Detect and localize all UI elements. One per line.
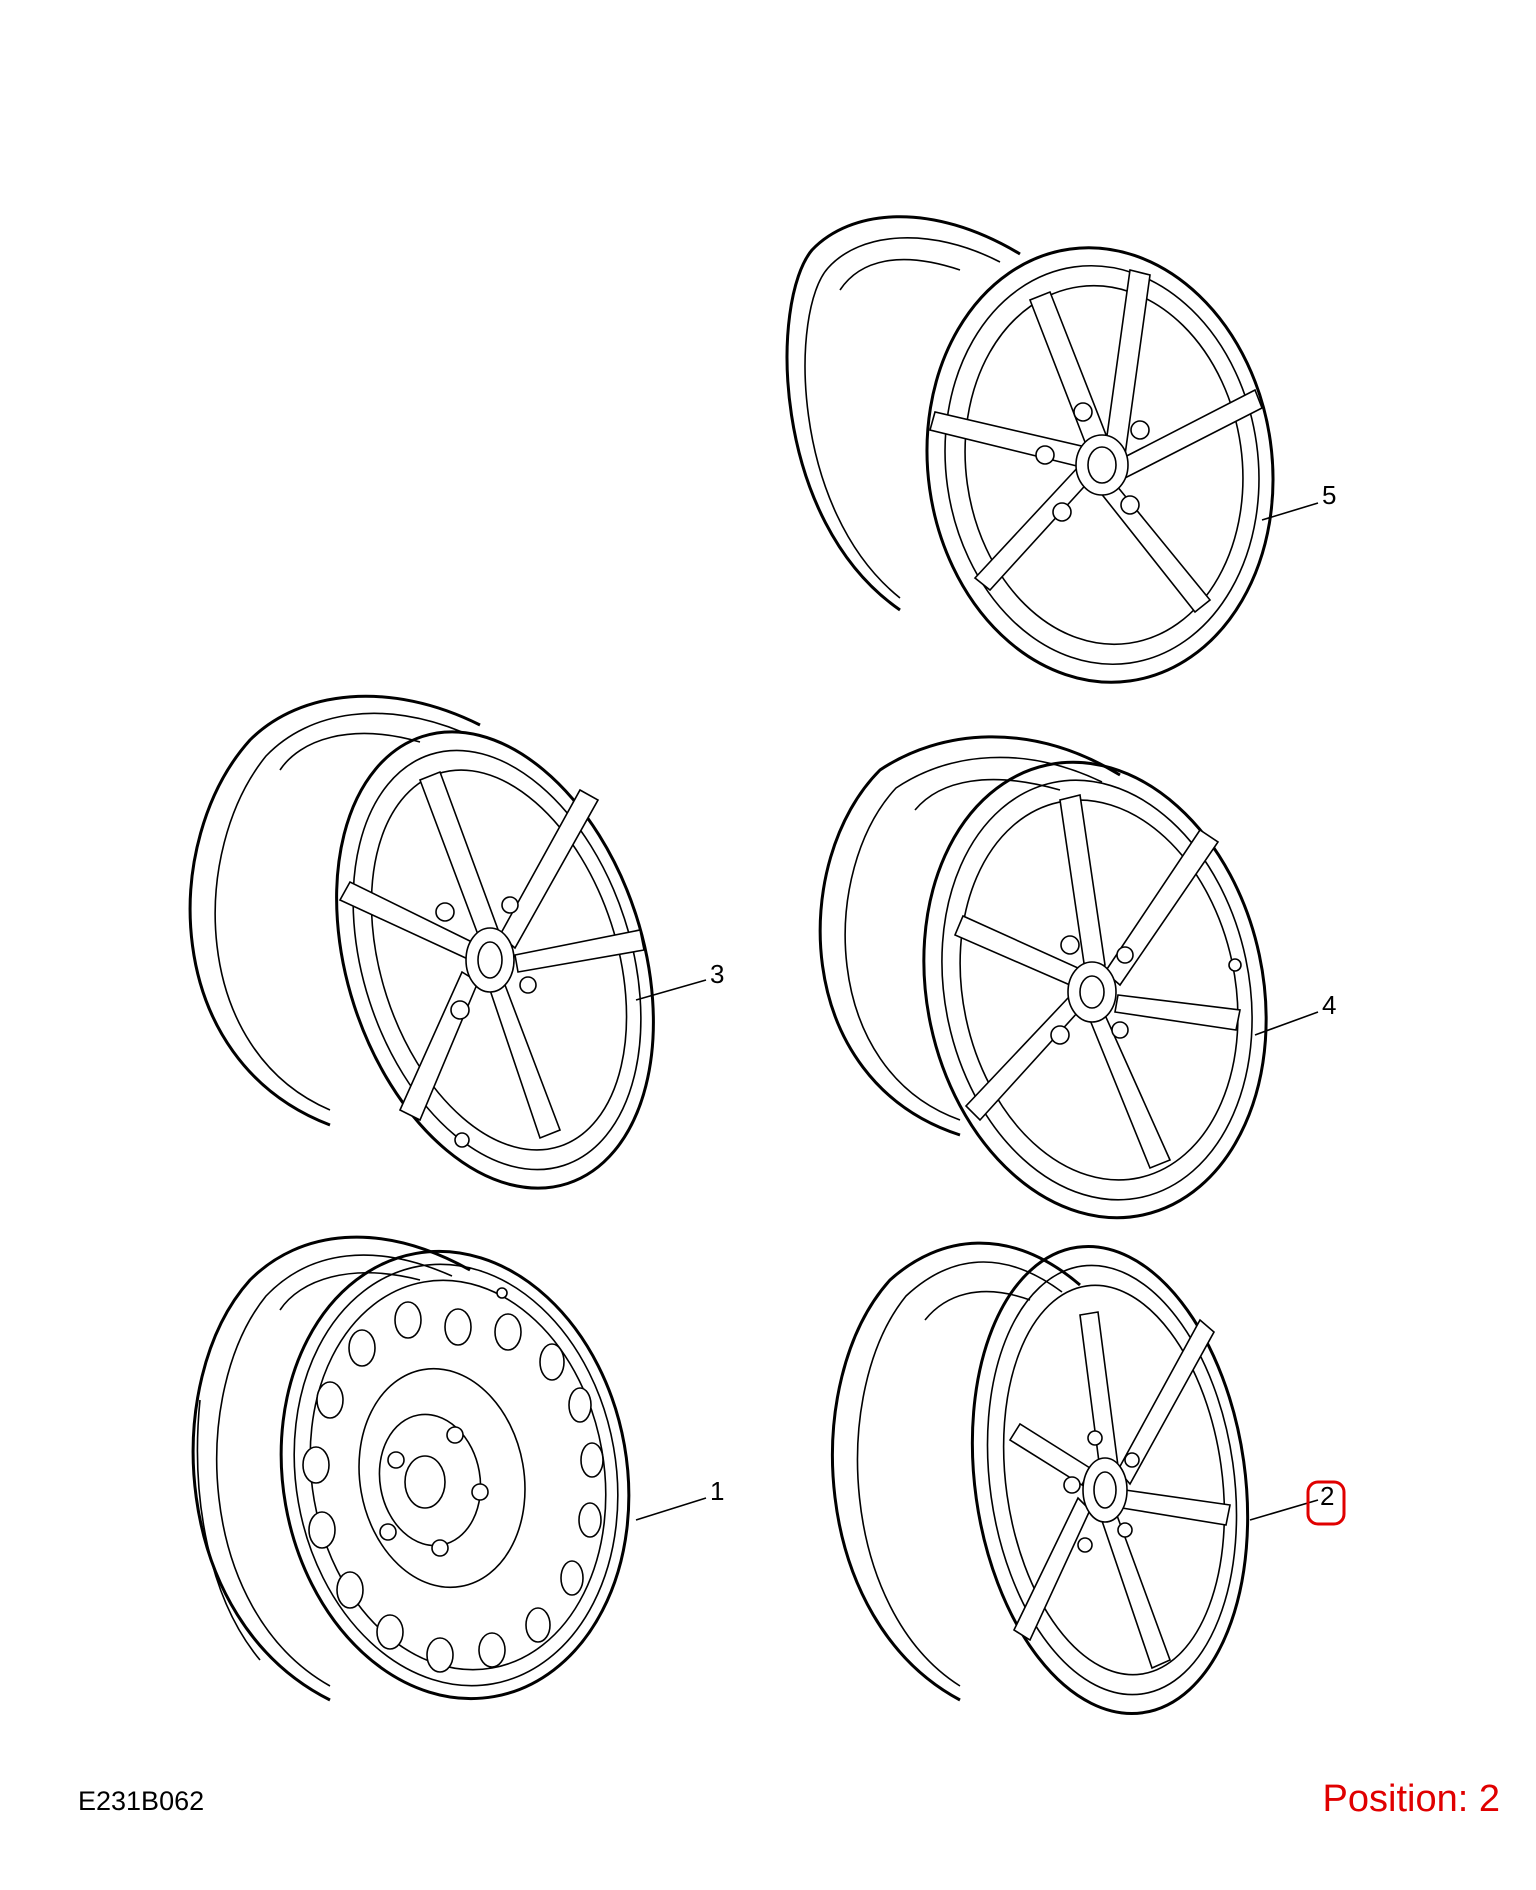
callout-1[interactable]: 1 bbox=[635, 1476, 724, 1521]
wheel-1-steel[interactable] bbox=[191, 1224, 663, 1727]
callout-2-highlight bbox=[1306, 1480, 1346, 1526]
wheel-3-alloy[interactable] bbox=[188, 691, 708, 1229]
wheel-1-vent-holes bbox=[302, 1301, 604, 1673]
wheel-3-spokes bbox=[338, 770, 645, 1140]
callout-number-2: 2 bbox=[1320, 1481, 1334, 1511]
callout-number-4: 4 bbox=[1322, 990, 1336, 1020]
callout-2[interactable]: 2 bbox=[1249, 1480, 1346, 1526]
wheel-4-spokes bbox=[953, 794, 1241, 1170]
callout-4[interactable]: 4 bbox=[1254, 990, 1336, 1036]
figure-code: E231B062 bbox=[78, 1786, 205, 1816]
callout-number-3: 3 bbox=[710, 959, 724, 989]
wheel-2-alloy[interactable] bbox=[830, 1228, 1276, 1731]
callout-number-1: 1 bbox=[710, 1476, 724, 1506]
wheel-4-alloy[interactable] bbox=[818, 730, 1307, 1250]
callout-3[interactable]: 3 bbox=[635, 959, 724, 1001]
wheel-5-alloy[interactable] bbox=[785, 215, 1301, 705]
callout-number-5: 5 bbox=[1322, 480, 1336, 510]
position-indicator: Position: 2 bbox=[1322, 1778, 1500, 1820]
callout-5[interactable]: 5 bbox=[1261, 480, 1336, 521]
